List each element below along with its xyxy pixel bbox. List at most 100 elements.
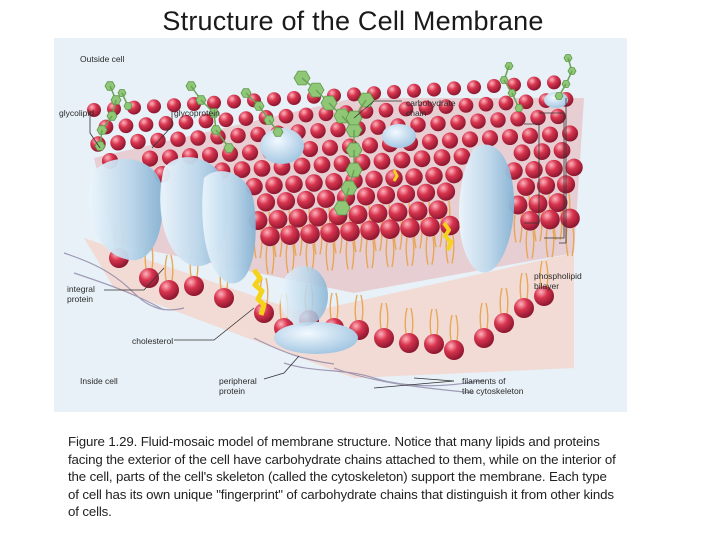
lipid-head <box>470 113 486 129</box>
lipid-head <box>490 112 506 128</box>
label-outside-cell: Outside cell <box>80 54 125 64</box>
lipid-head <box>320 223 340 243</box>
label-integral-protein-2: protein <box>67 294 93 304</box>
lipid-head <box>167 98 181 113</box>
label-peripheral-protein-1: peripheral <box>219 376 257 386</box>
lipid-head <box>296 190 316 210</box>
lipid-head <box>501 128 519 146</box>
lipid-head <box>150 132 166 149</box>
lipid-head <box>87 103 101 117</box>
lipid-head <box>498 95 514 111</box>
lipid-head <box>436 182 456 201</box>
lipid-head <box>550 108 566 125</box>
lipid-head <box>447 81 461 96</box>
lipid-head <box>233 161 251 178</box>
lipid-head <box>410 117 426 133</box>
lipid-head <box>265 176 283 195</box>
lipid-head <box>530 109 546 126</box>
lipid-head <box>138 117 154 132</box>
lipid-head <box>560 208 580 229</box>
lipid-head <box>110 135 126 151</box>
lipid-head <box>356 187 376 206</box>
lipid-head <box>399 333 419 353</box>
lipid-head <box>241 144 259 161</box>
lipid-head <box>238 111 254 126</box>
lipid-head <box>198 113 214 129</box>
lipid-head <box>365 170 383 189</box>
lipid-head <box>230 127 246 144</box>
lipid-head <box>478 96 494 112</box>
integral-protein-left <box>89 157 256 284</box>
lipid-head <box>158 116 174 131</box>
lipid-head <box>444 340 464 360</box>
lipid-head <box>374 328 394 348</box>
surface-protein <box>382 124 416 148</box>
membrane-illustration <box>63 54 584 394</box>
lipid-head <box>540 209 560 230</box>
label-glycoprotein: glycoprotein <box>174 108 220 118</box>
lipid-head <box>325 173 343 191</box>
lipid-head <box>427 82 441 97</box>
lipid-head <box>130 133 146 150</box>
cholesterol-molecule <box>252 268 267 316</box>
lipid-head <box>525 161 543 179</box>
caption-text: Figure 1.29. Fluid-mosaic model of membr… <box>68 434 616 520</box>
lipid-head <box>514 298 534 318</box>
lipid-head <box>534 286 554 306</box>
figure-caption: Figure 1.29. Fluid-mosaic model of membr… <box>54 412 627 540</box>
lipid-head <box>358 104 374 119</box>
sugar-unit <box>223 143 235 153</box>
lipid-head <box>536 176 556 195</box>
lipid-head <box>313 156 331 174</box>
lipid-head <box>565 158 583 177</box>
lipid-head <box>405 168 423 186</box>
label-inside-cell: Inside cell <box>80 376 118 386</box>
lipid-head <box>527 76 541 91</box>
sugar-unit <box>333 200 351 216</box>
lipid-head <box>440 215 460 236</box>
sugar-unit <box>123 102 133 110</box>
lipid-head <box>347 87 361 102</box>
cytoskeleton-filaments <box>63 252 485 394</box>
label-glycolipid: glycolipid <box>59 108 94 118</box>
lipid-head <box>450 114 466 131</box>
lipid-head <box>118 118 134 134</box>
lipid-head <box>548 193 568 213</box>
label-carbohydrate-chain-1: carbohydrate <box>406 98 456 108</box>
lipid-head <box>288 208 308 228</box>
lipid-head <box>420 217 440 237</box>
lipid-head <box>416 183 436 202</box>
membrane-diagram: Outside cell glycolipid glycoprotein car… <box>54 38 627 412</box>
lipid-head <box>201 146 219 164</box>
lipid-head <box>348 205 368 225</box>
lipid-head <box>445 165 463 184</box>
lipid-head <box>184 276 204 296</box>
label-integral-protein-1: integral <box>67 284 95 294</box>
label-phospholipid-bilayer-1: phospholipid <box>534 271 582 281</box>
lipid-head <box>425 167 443 185</box>
lipid-head <box>553 142 571 159</box>
lipid-head <box>494 313 514 333</box>
lipid-head <box>268 209 288 229</box>
lipid-head <box>513 144 531 162</box>
lipid-head <box>376 186 396 205</box>
lipid-head <box>214 288 234 308</box>
lipid-head <box>380 219 400 239</box>
lipid-head <box>510 111 526 127</box>
lipid-head <box>305 174 323 192</box>
lipid-head <box>393 151 411 169</box>
lipid-head <box>141 150 159 167</box>
lipid-head <box>387 85 401 99</box>
integral-protein-right <box>458 144 515 273</box>
lipid-head <box>361 137 379 154</box>
lipid-head <box>285 175 303 193</box>
lipid-head <box>388 202 408 222</box>
lipid-head <box>253 160 271 177</box>
lipid-head <box>260 226 280 247</box>
lipid-head <box>360 220 380 241</box>
lipid-head <box>424 334 444 354</box>
lipid-head <box>368 203 388 223</box>
lipid-head <box>333 155 351 172</box>
lipid-head <box>378 102 394 118</box>
label-filaments-2: the cytoskeleton <box>462 386 524 396</box>
